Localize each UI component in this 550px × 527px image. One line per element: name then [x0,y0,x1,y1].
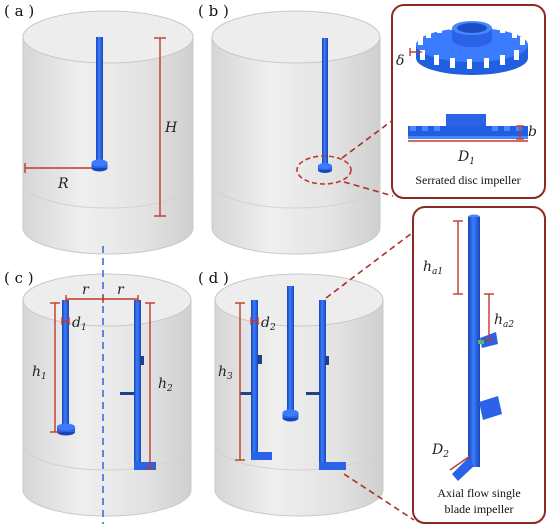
label-R: R [57,176,69,192]
ha1-dimension [453,220,463,295]
label-r-left: r [82,282,90,298]
zoom-leader [343,181,394,197]
tank-cylinder [22,273,192,517]
blade [325,356,329,365]
label-d1: d1 [72,315,87,333]
label-D2: D2 [431,442,449,460]
blade [306,392,320,395]
serrated-disc-impeller [282,409,299,422]
tank-cylinder [211,10,381,255]
zoom-leader [325,232,413,299]
blade [258,355,262,364]
shaft-right [134,300,141,468]
label-d2: d2 [261,315,276,333]
r-dimension [65,295,139,303]
height-dimension [154,37,166,217]
tank-cylinder [22,10,194,255]
label-b: b [528,124,537,140]
axial-detail-box: ha1 ha2 D2 Axial flow single blade impel… [412,206,546,524]
axial-shaft [468,217,480,467]
h2-dimension [145,302,155,469]
zoom-ellipse [296,155,352,185]
ha2-dimension [484,293,494,341]
axial-caption-line2: blade impeller [445,502,514,516]
d2-dimension [250,317,259,325]
shaft-right [319,300,326,468]
label-r-right: r [117,282,125,298]
delta-dimension [409,48,422,56]
label-D1: D1 [457,149,475,167]
d1-dimension [61,317,70,325]
b-dimension [516,125,524,140]
radius-dimension [24,163,92,173]
shaft-left [62,300,69,426]
panel-label-a: ( a ) [4,2,34,20]
serrated-caption: Serrated disc impeller [415,173,520,187]
h3-dimension [235,302,245,461]
label-H: H [164,120,178,136]
panel-label-b: ( b ) [198,2,229,20]
panel-label-c: ( c ) [4,269,34,287]
shaft [322,38,328,168]
blade [120,392,134,395]
label-h3: h3 [218,364,233,382]
label-ha2: ha2 [494,312,514,330]
serrated-disc-impeller [318,163,332,173]
label-ha1: ha1 [423,259,443,277]
panel-label-d: ( d ) [198,269,229,287]
blade [240,392,252,395]
serrated-detail-box: δ b [391,4,546,199]
serrated-disc-3d [416,21,528,75]
shaft-left [251,300,258,456]
label-h2: h2 [158,376,173,394]
serrated-disc-side [408,114,528,139]
shaft-center [287,286,294,412]
bottom-blade [452,458,474,481]
shaft [96,37,103,167]
serrated-disc-impeller [91,159,108,172]
mid-blade [479,396,502,420]
panel-d: d2 h3 ( d ) ha1 [198,206,546,524]
bottom-blade [134,462,156,470]
panel-c: r r d1 h1 h2 ( c ) [4,246,192,524]
panel-a: H R ( a ) [4,2,194,255]
label-h1: h1 [32,364,47,382]
blade [140,356,144,365]
panel-b: ( b ) [198,2,546,255]
label-delta: δ [396,53,404,69]
h1-dimension [50,302,60,433]
axial-caption-line1: Axial flow single [437,486,520,500]
zoom-leader [341,119,394,159]
bottom-blade [251,452,272,460]
bottom-blade [319,462,346,470]
zoom-leader [343,473,415,521]
upper-blade-stub [478,340,484,344]
D2-dimension [449,455,471,471]
serrated-disc-impeller [57,423,75,436]
